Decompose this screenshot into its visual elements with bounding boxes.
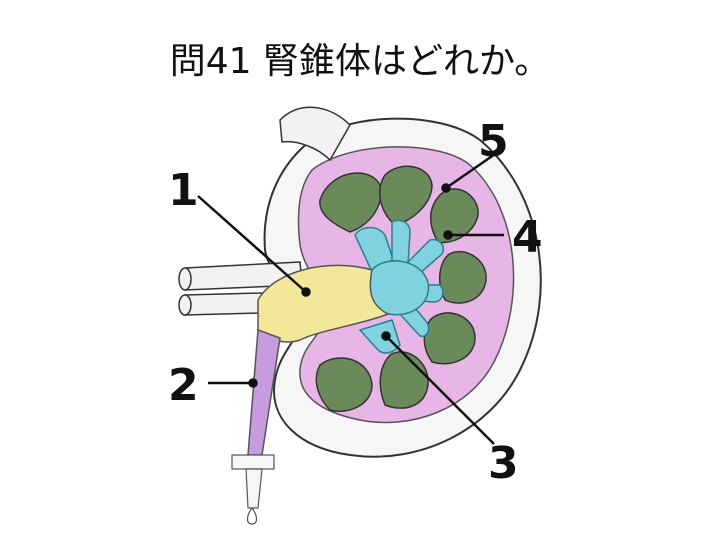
question-title: 問41 腎錐体はどれか。 — [169, 41, 551, 82]
dot-3 — [381, 331, 391, 341]
calyx-lower-2 — [358, 319, 401, 354]
renal-calyces — [354, 219, 444, 354]
ureter-tie — [231, 454, 275, 470]
label-3: 3 — [488, 438, 519, 489]
pyramid-4 — [439, 250, 487, 304]
renal-pyramids — [315, 165, 487, 412]
capsule-flap — [279, 106, 351, 162]
dot-1 — [301, 287, 311, 297]
dot-4 — [443, 230, 453, 240]
dot-5 — [441, 183, 451, 193]
leader-lines — [197, 150, 504, 445]
label-4: 4 — [512, 212, 543, 263]
vessel-lower-end — [178, 294, 192, 316]
renal-pelvis — [257, 264, 390, 343]
dot-2 — [248, 378, 258, 388]
vessel-upper-end — [178, 267, 192, 291]
ureter-end — [245, 468, 263, 509]
leader-5 — [445, 150, 499, 190]
label-5: 5 — [478, 116, 509, 167]
calyx-upper-2 — [391, 219, 411, 266]
drop-icon — [246, 506, 258, 525]
label-2: 2 — [168, 360, 199, 411]
pyramid-7 — [315, 357, 373, 412]
pyramid-5 — [423, 312, 476, 365]
leader-3 — [385, 335, 495, 445]
label-1: 1 — [168, 165, 199, 216]
leader-1 — [197, 195, 307, 293]
pyramid-2 — [379, 165, 433, 226]
pyramid-1 — [319, 172, 382, 233]
